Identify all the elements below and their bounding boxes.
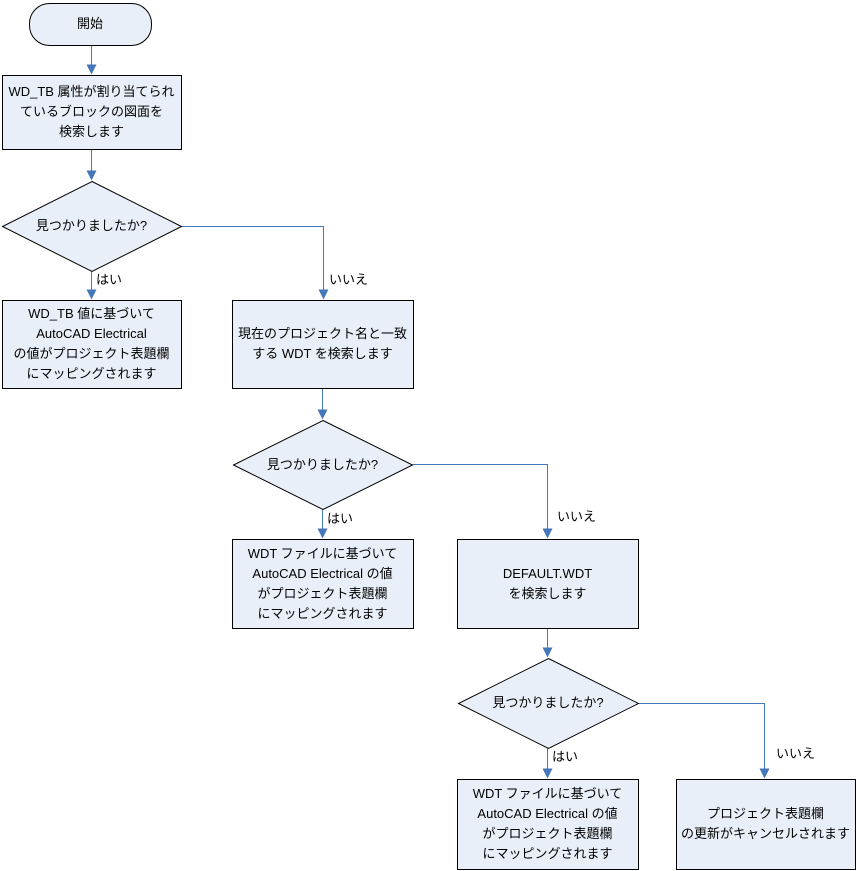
node-label-line: AutoCAD Electrical (36, 326, 147, 341)
node-label-line: がプロジェクト表題欄 (482, 826, 613, 841)
node-label-line: WD_TB 属性が割り当てられ (8, 84, 175, 99)
node-label-line: 開始 (76, 16, 103, 31)
node-label-search-default-wdt: DEFAULT.WDT を検索します (457, 539, 638, 628)
node-label-line: がプロジェクト表題欄 (257, 585, 388, 601)
node-label-line: DEFAULT.WDT (502, 565, 593, 581)
process-shape-search-project-wdt (232, 300, 414, 389)
node-label-search-wdtb-block-drawing: WD_TB 属性が割り当てられているブロックの図面を検索します (2, 75, 181, 149)
node-label-line: を検索します (508, 585, 587, 601)
node-label-found-2: 見つかりましたか? (233, 420, 412, 509)
node-label-line: にマッピングされます (26, 366, 157, 381)
node-label-start: 開始 (29, 3, 151, 45)
connector-found1-no (181, 226, 329, 300)
node-label-line: 検索します (58, 124, 124, 139)
node-label-line: プロジェクト表題欄 (706, 806, 824, 821)
connector-label-found2-no: いいえ (557, 509, 597, 524)
connector-label-found1-yes: はい (96, 272, 123, 287)
connector-found3-no (638, 703, 770, 779)
node-label-line: AutoCAD Electrical の値 (477, 806, 618, 821)
connector-label-found3-no: いいえ (776, 746, 816, 761)
node-label-line: ているブロックの図面を (19, 104, 163, 119)
process-shape-map-wdt-file-values-2 (457, 779, 639, 870)
decision-shape-found-2 (232, 419, 414, 511)
node-label-map-wdt-file-values-2: WDT ファイルに基づいて AutoCAD Electrical の値がプロジェク… (457, 779, 638, 869)
node-label-line: の値がプロジェクト表題欄 (13, 346, 170, 361)
connector-label-found2-yes: はい (327, 511, 354, 526)
process-shape-map-wdt-file-values-1 (232, 539, 414, 629)
node-label-line: 見つかりましたか? (35, 218, 148, 233)
node-label-line: にマッピングされます (482, 846, 613, 861)
node-label-found-1: 見つかりましたか? (2, 181, 181, 271)
process-shape-map-wdtb-values (2, 300, 182, 389)
node-label-line: WDT ファイルに基づいて (472, 786, 623, 801)
connector-label-found1-no: いいえ (329, 272, 369, 287)
node-label-line: AutoCAD Electrical の値 (252, 565, 393, 581)
node-label-line: WDT ファイルに基づいて (247, 545, 398, 561)
node-label-line: 見つかりましたか? (492, 695, 604, 710)
decision-shape-found-3 (457, 657, 640, 750)
node-label-update-cancelled: プロジェクト表題欄の更新がキャンセルされます (676, 779, 855, 869)
process-shape-search-default-wdt (457, 539, 639, 629)
decision-shape-found-1 (1, 180, 183, 273)
node-label-search-project-wdt: 現在のプロジェクト名と一致する WDT を検索します (232, 300, 413, 388)
connector-label-found3-yes: はい (552, 749, 579, 764)
node-label-line: 見つかりましたか? (266, 456, 379, 472)
terminal-shape-start (29, 3, 152, 46)
node-label-line: 現在のプロジェクト名と一致 (237, 326, 407, 341)
node-label-map-wdtb-values: WD_TB 値に基づいて AutoCAD Electrical の値がプロジェクト表… (2, 300, 181, 388)
node-label-line: WD_TB 値に基づいて (28, 306, 155, 321)
process-shape-search-wdtb-block-drawing (2, 75, 182, 150)
node-label-line: の更新がキャンセルされます (680, 826, 850, 841)
node-label-line: する WDT を検索します (252, 346, 393, 361)
node-label-map-wdt-file-values-1: WDT ファイルに基づいて AutoCAD Electrical の値がプロジェク… (232, 539, 413, 628)
connector-found2-no (412, 464, 553, 539)
node-label-found-3: 見つかりましたか? (458, 658, 638, 748)
node-label-line: にマッピングされます (257, 605, 388, 621)
